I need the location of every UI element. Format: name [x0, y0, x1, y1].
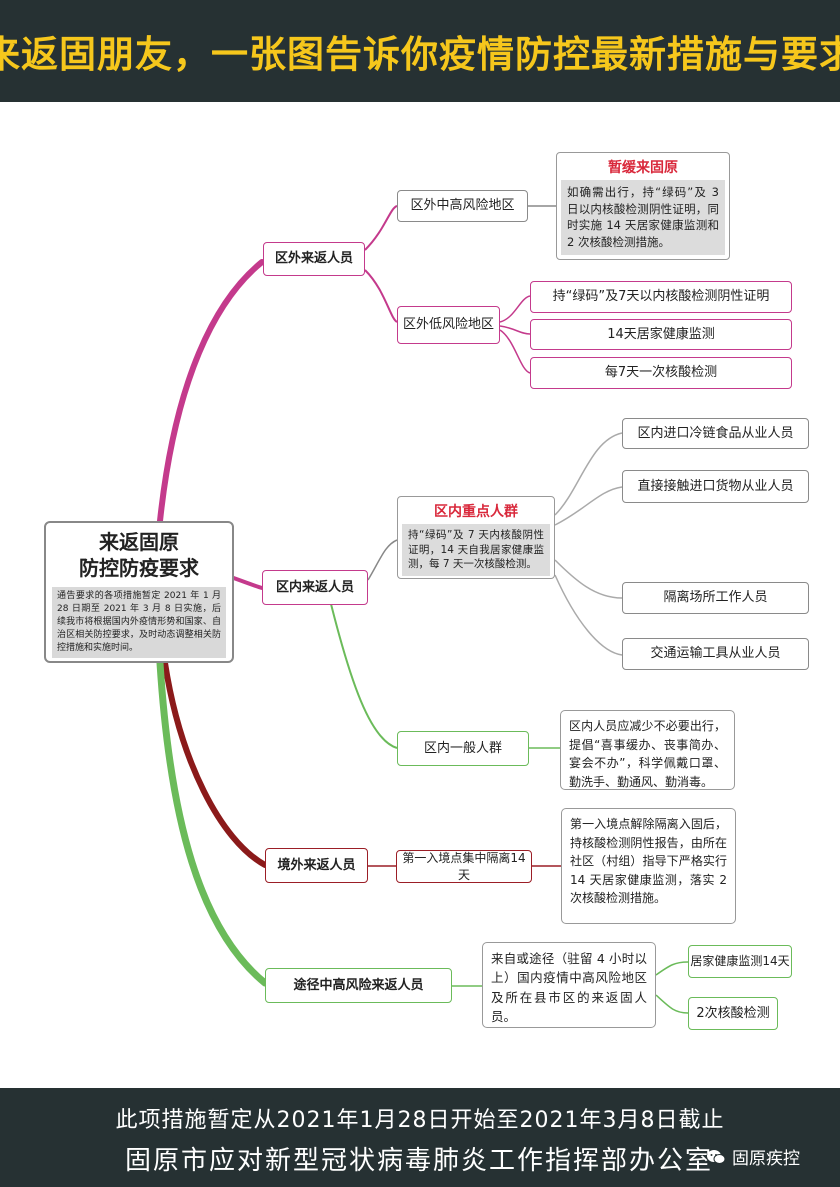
footer-date-range: 此项措施暂定从2021年1月28日开始至2021年3月8日截止 — [115, 1108, 725, 1133]
link-transit — [156, 659, 269, 987]
note-abroad: 第一入境点解除隔离入固后，持核酸检测阴性报告，由所在社区（村组）指导下严格实行 … — [561, 808, 736, 924]
node-inside-returnees: 区内来返人员 — [262, 570, 368, 605]
link-key-1 — [554, 432, 623, 516]
link-key-group — [367, 539, 398, 581]
link-low-risk — [364, 269, 398, 323]
watermark-text: 固原疾控 — [732, 1149, 800, 1169]
panel-suspend-body: 如确需出行，持“绿码”及 3 日以内核酸检测阴性证明，同时实施 14 天居家健康… — [561, 180, 725, 255]
low-risk-item-3: 每7天一次核酸检测 — [530, 357, 792, 389]
page-title: 来返固朋友，一张图告诉你疫情防控最新措施与要求 — [0, 33, 840, 76]
link-outside — [157, 259, 265, 524]
center-title-line1: 来返固原 — [99, 530, 179, 554]
center-description: 通告要求的各项措施暂定 2021 年 1 月 28 日期至 2021 年 3 月… — [52, 587, 226, 659]
node-outside-high-risk: 区外中高风险地区 — [397, 190, 528, 222]
node-outside-returnees: 区外来返人员 — [263, 242, 365, 276]
note-inside-general: 区内人员应减少不必要出行，提倡“喜事缓办、丧事简办、宴会不办”，科学佩戴口罩、勤… — [560, 710, 735, 790]
node-inside-general: 区内一般人群 — [397, 731, 529, 766]
panel-key-group-title: 区内重点人群 — [434, 504, 518, 520]
page-footer: 此项措施暂定从2021年1月28日开始至2021年3月8日截止 固原市应对新型冠… — [0, 1088, 840, 1187]
panel-key-group-body: 持“绿码”及 7 天内核酸阴性证明，14 天自我居家健康监测，每 7 天一次核酸… — [402, 524, 550, 577]
node-abroad-quarantine: 第一入境点集中隔离14天 — [396, 850, 532, 883]
key-group-item-2: 直接接触进口货物从业人员 — [622, 470, 809, 503]
panel-suspend-title: 暂缓来固原 — [608, 160, 678, 176]
link-low-1 — [499, 295, 531, 323]
key-group-item-3: 隔离场所工作人员 — [622, 582, 809, 614]
node-transit-returnees: 途径中高风险来返人员 — [265, 968, 452, 1003]
center-title-line2: 防控防疫要求 — [79, 556, 199, 580]
key-group-item-1: 区内进口冷链食品从业人员 — [622, 418, 809, 449]
link-key-3 — [554, 559, 623, 599]
link-general — [329, 599, 398, 749]
low-risk-item-1: 持“绿码”及7天以内核酸检测阴性证明 — [530, 281, 792, 313]
wechat-watermark: 固原疾控 — [706, 1144, 800, 1169]
link-key-4 — [554, 574, 623, 656]
link-key-2 — [554, 486, 623, 526]
low-risk-item-2: 14天居家健康监测 — [530, 319, 792, 350]
panel-suspend-travel: 暂缓来固原 如确需出行，持“绿码”及 3 日以内核酸检测阴性证明，同时实施 14… — [556, 152, 730, 260]
link-transit-2 — [655, 994, 689, 1014]
node-outside-low-risk: 区外低风险地区 — [397, 306, 500, 344]
wechat-icon — [707, 1149, 726, 1164]
link-transit-1 — [655, 961, 689, 976]
link-low-3 — [499, 329, 531, 374]
note-transit: 来自或途径（驻留 4 小时以上）国内疫情中高风险地区及所在县市区的来返固人员。 — [482, 942, 656, 1028]
center-node: 来返固原 防控防疫要求 通告要求的各项措施暂定 2021 年 1 月 28 日期… — [44, 521, 234, 663]
link-high-risk — [364, 205, 398, 251]
key-group-item-4: 交通运输工具从业人员 — [622, 638, 809, 670]
page-header: 来返固朋友，一张图告诉你疫情防控最新措施与要求 — [0, 0, 840, 102]
link-abroad — [162, 660, 268, 868]
panel-key-group: 区内重点人群 持“绿码”及 7 天内核酸阴性证明，14 天自我居家健康监测，每 … — [397, 496, 555, 579]
transit-item-2: 2次核酸检测 — [688, 997, 778, 1030]
footer-office: 固原市应对新型冠状病毒肺炎工作指挥部办公室 — [125, 1146, 714, 1176]
transit-item-1: 居家健康监测14天 — [688, 945, 792, 978]
link-low-2 — [499, 325, 531, 335]
node-abroad-returnees: 境外来返人员 — [265, 848, 368, 883]
